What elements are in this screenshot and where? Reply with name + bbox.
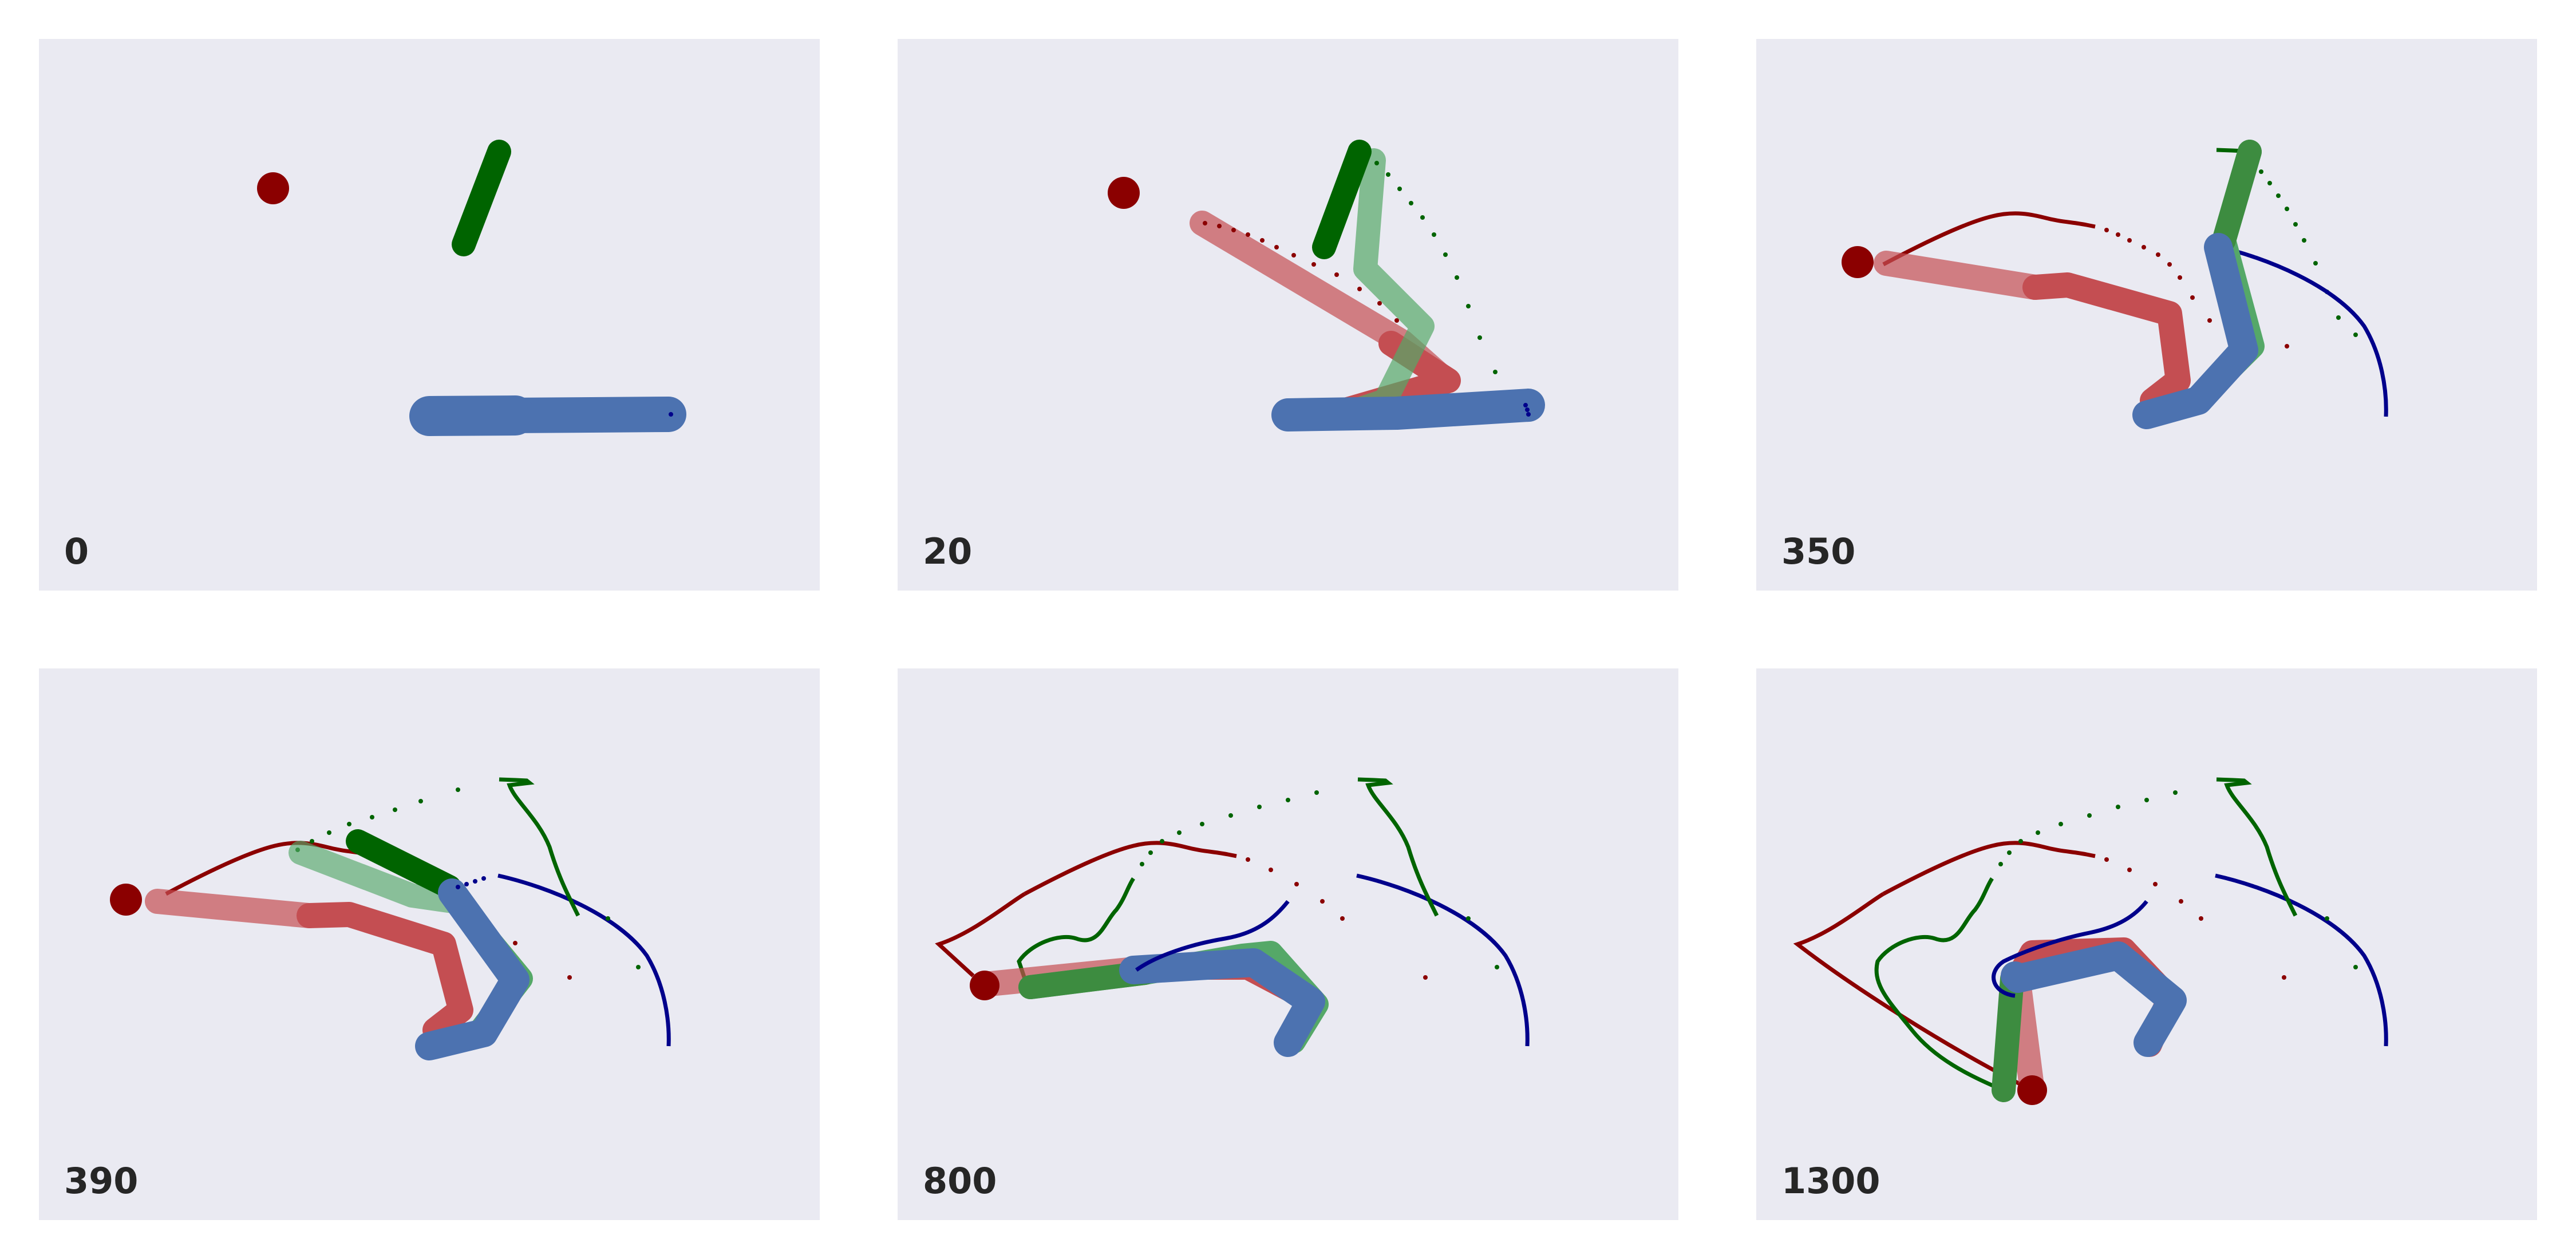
panel-800-green-trace-dots [1140,790,1499,969]
panel-350-drawing [1842,140,2386,429]
panel-20-blue-joint [1520,397,1536,413]
panel-0-background [39,39,820,591]
panel-800-drawing [935,777,1527,1057]
panel-390-blue-trace-dots [456,876,486,889]
panel-390: 390 [39,668,820,1220]
panel-390-label: 390 [64,1160,138,1202]
panel-0-drawing [257,140,686,436]
panel-20-blue-trace [1523,403,1531,417]
panel-1300-green-trace [2216,777,2298,917]
panel-20-anchor [1108,177,1140,209]
panel-20-green-trace [1374,161,1498,374]
panel-800-label: 800 [923,1160,997,1202]
panel-800: 800 [898,668,1678,1220]
panel-800-blue-trace-extra [1135,900,1290,972]
panel-20-background [898,39,1678,591]
panel-800-anchor [970,971,999,1000]
panel-350-blue-link [2132,233,2258,429]
panel-0-label: 0 [64,530,89,572]
panel-1300-red-trace-extra [1793,892,2033,1092]
panel-390-red-link-faded [145,889,322,928]
panel-800-background [898,668,1678,1220]
panel-390-red-link [297,902,473,1043]
panel-350-label: 350 [1781,530,1855,572]
panel-350: 350 [1756,39,2537,591]
panel-20-drawing [1108,140,1545,431]
panel-800-blue-link [1119,948,1325,1057]
panel-1300-blue-trace-extra [1992,900,2148,998]
panel-800-red-trace-extra [935,892,1026,977]
panel-0-green-link [452,140,511,256]
panel-0-blue-link-base [409,395,535,436]
panel-1300-green-link [1992,967,2024,1102]
panel-20-red-trace [1203,221,1399,323]
panel-390-green-trace [499,777,580,917]
panel-1300-anchor [2017,1075,2047,1105]
panel-390-blue-link [415,878,530,1060]
panel-1300-red-trace-dots [2104,857,2286,980]
panel-390-anchor [110,884,142,916]
panel-1300: 1300 [1756,668,2537,1220]
panel-1300-blue-link [2001,941,2187,1057]
panel-0: 0 [39,39,820,591]
panel-350-red-link-faded [1874,251,2048,300]
panel-800-red-trace-dots [1246,857,1428,980]
panel-0-anchor [257,172,289,204]
panel-800-green-trace-extra [1017,877,1135,980]
panel-1300-green-trace-dots [1998,790,2358,969]
panel-350-anchor [1842,246,1874,278]
panel-20: 20 [898,39,1678,591]
panel-390-green-link [346,829,461,899]
panel-20-green-link [1312,140,1372,259]
panel-20-blue-link [1271,389,1545,431]
panel-800-green-trace [1357,777,1439,917]
panel-20-label: 20 [923,530,972,572]
panel-1300-label: 1300 [1781,1160,1880,1202]
panel-390-green-link-faded [289,841,464,913]
panel-1300-green-trace-extra [1874,877,2005,1092]
panel-0-blue-tip [669,412,673,417]
panel-390-drawing [110,777,669,1060]
panel-350-red-link [2022,272,2191,413]
panel-1300-background [1756,668,2537,1220]
panel-350-green-link [2212,140,2262,252]
panel-1300-drawing [1793,777,2386,1105]
